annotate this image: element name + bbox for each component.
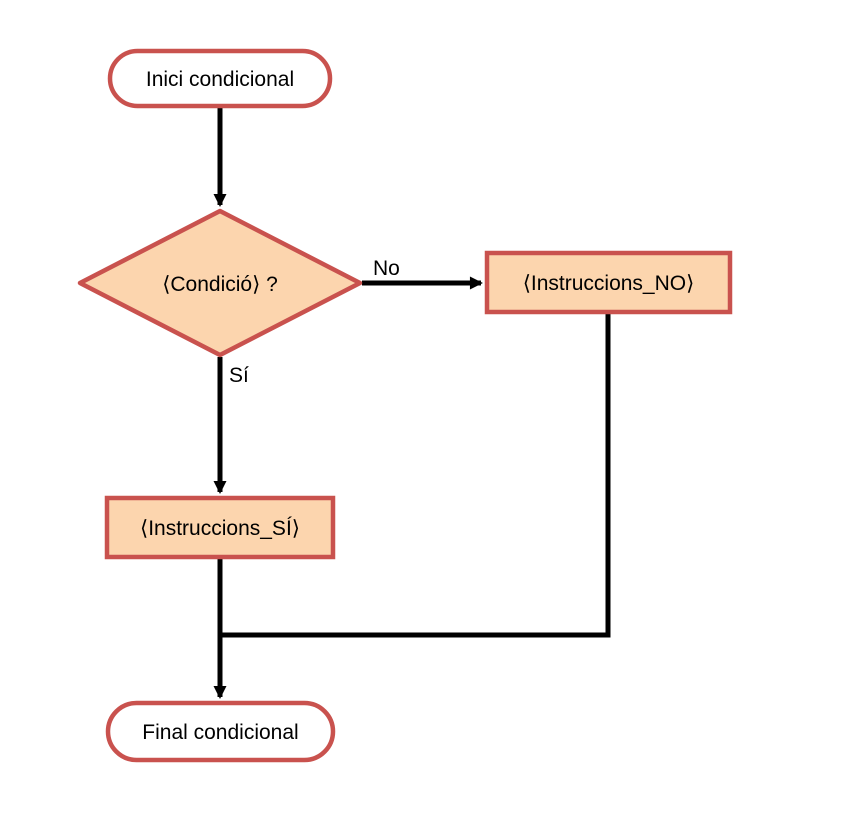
edge-no-merge-line (218, 313, 611, 638)
node-start-terminator (107, 48, 333, 109)
node-instructions-no-process (484, 250, 733, 315)
node-end-terminator (105, 700, 336, 763)
node-end-label: Final condicional (142, 721, 298, 744)
node-instructions-yes-label: ⟨Instruccions_SÍ⟩ (140, 517, 300, 540)
node-condition-decision (77, 208, 363, 358)
node-condition-label: ⟨Condició⟩ ? (162, 273, 278, 296)
node-start-label: Inici condicional (146, 68, 294, 91)
node-instructions-no-label: ⟨Instruccions_NO⟩ (523, 272, 695, 295)
node-instructions-yes-process (104, 495, 336, 560)
edge-label-no: No (373, 257, 400, 280)
edge-label-yes: Sí (229, 364, 249, 387)
